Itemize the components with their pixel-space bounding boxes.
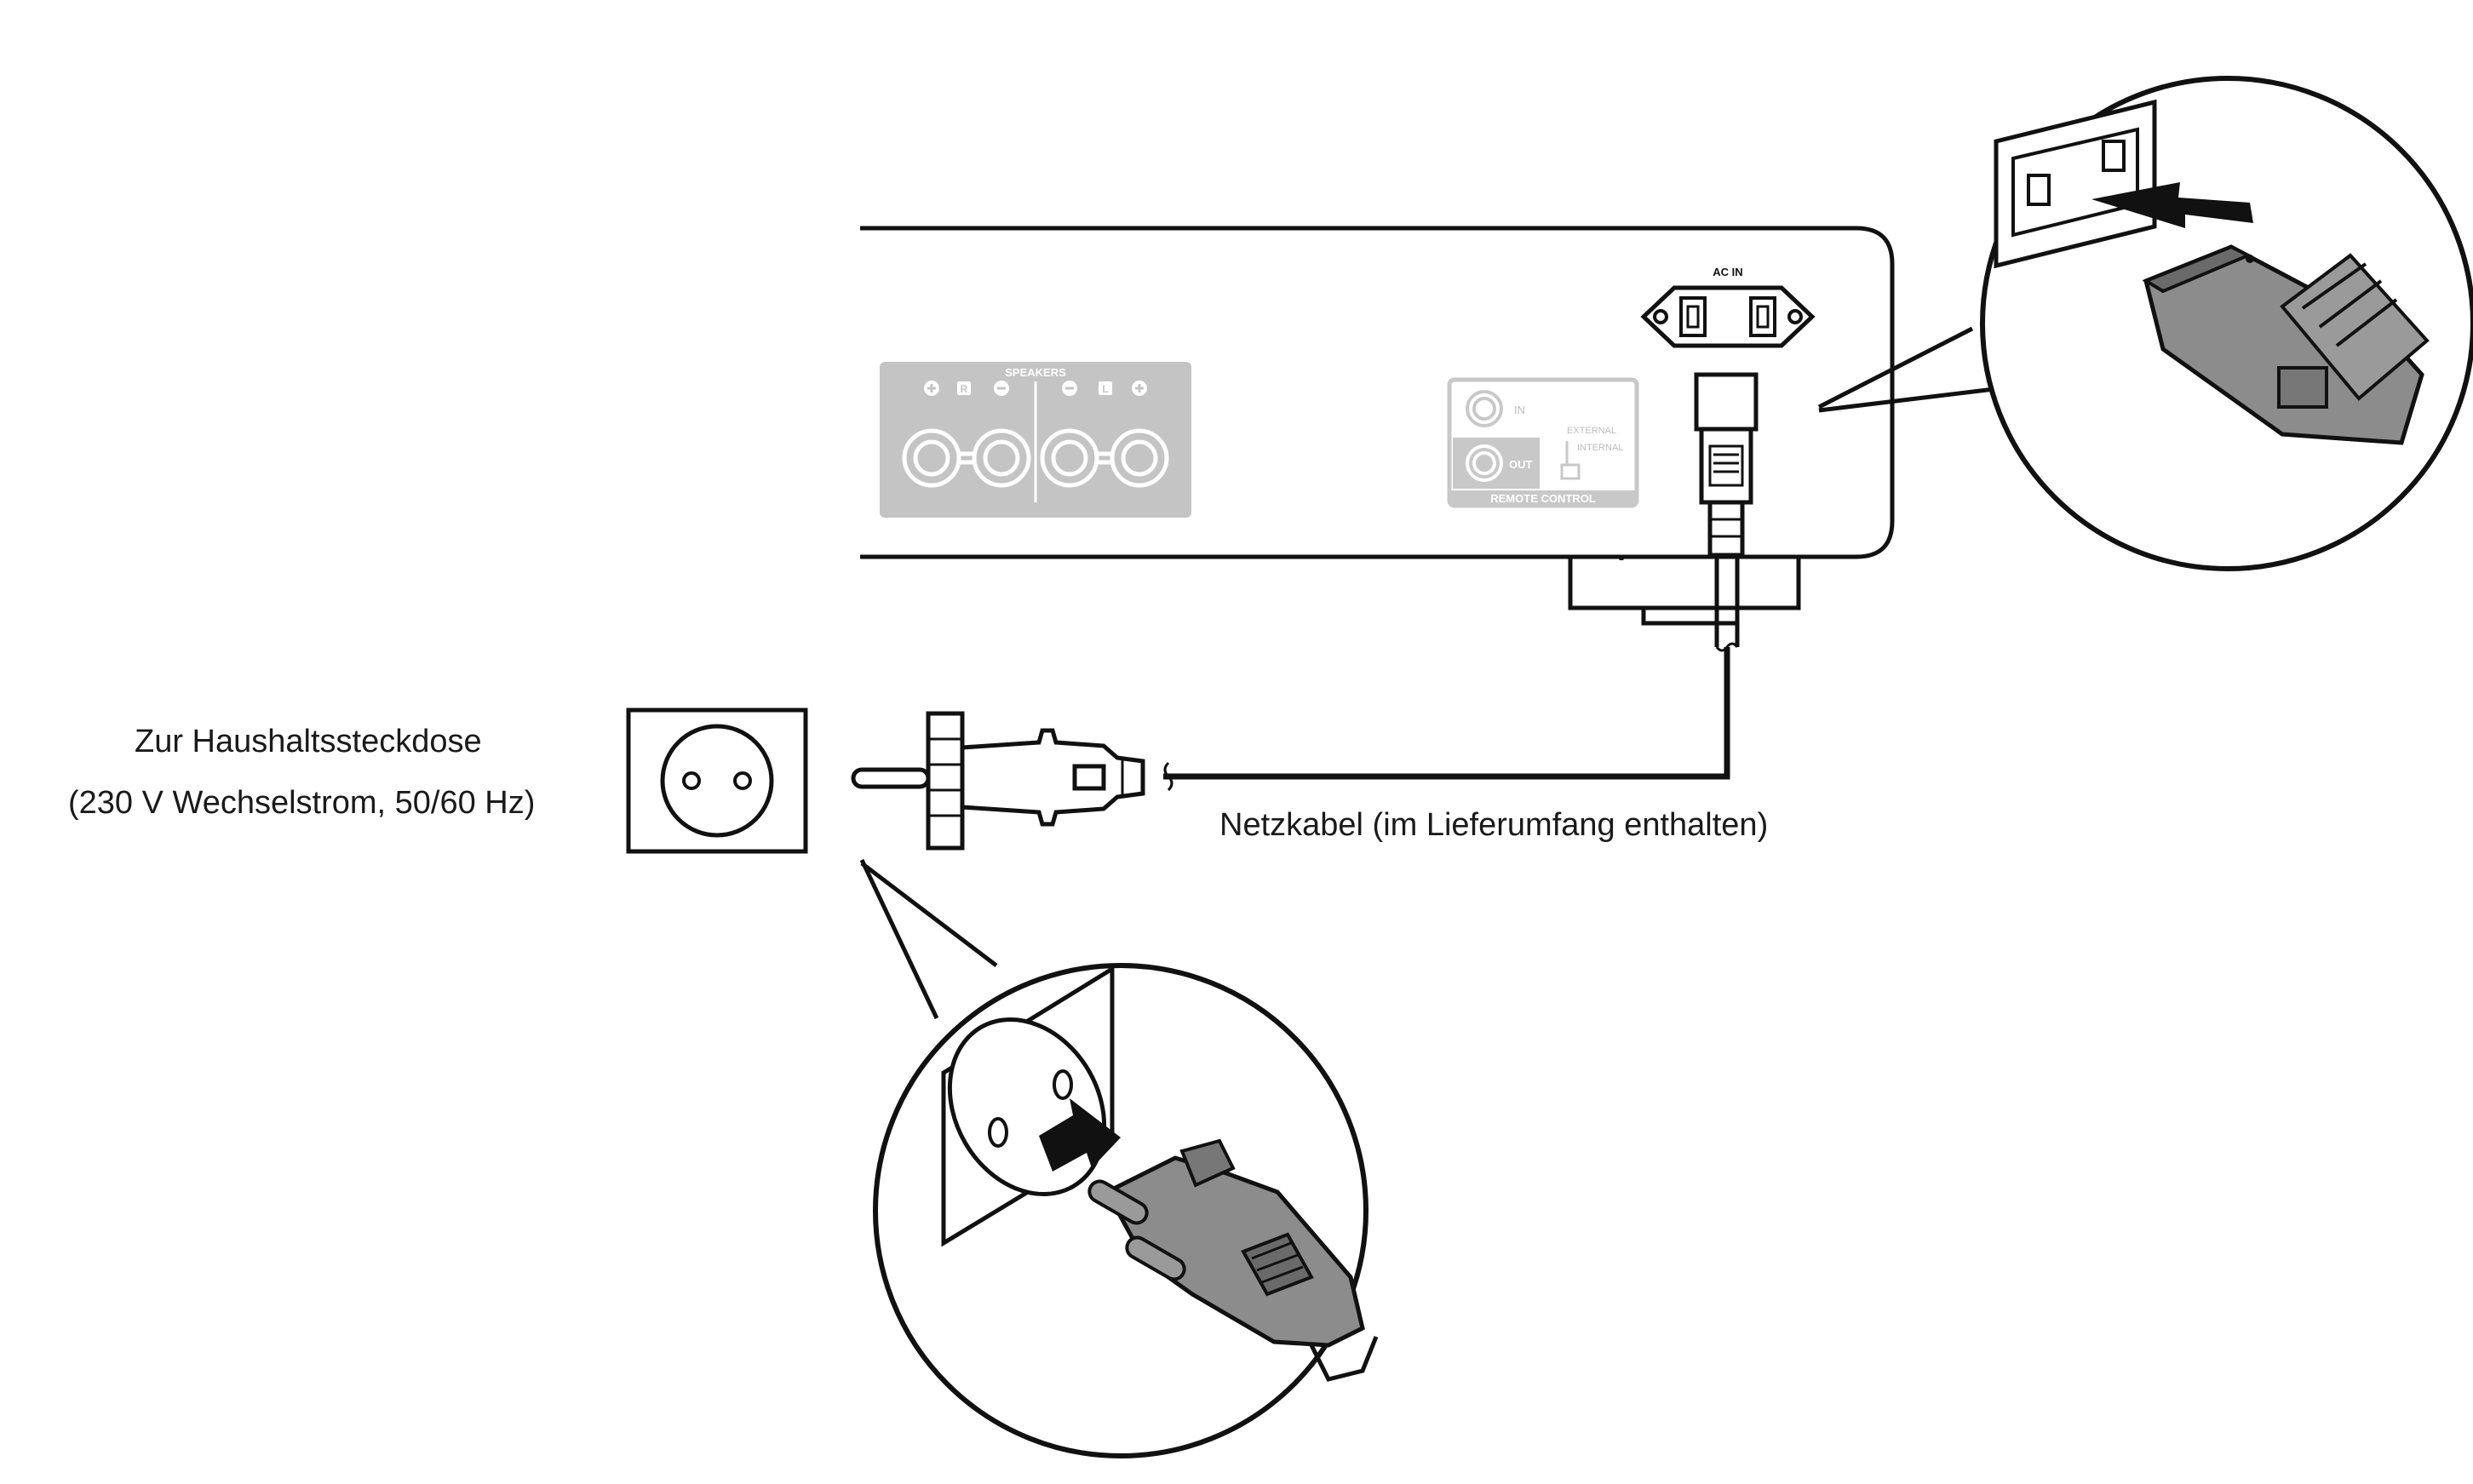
speaker-r-label: R xyxy=(961,383,968,395)
outlet-title: Zur Haushaltssteckdose xyxy=(135,724,482,759)
remote-in-label: IN xyxy=(1514,404,1525,416)
cable-label: Netzkabel (im Lieferumfang enthalten) xyxy=(1219,807,1769,843)
remote-out-label: OUT xyxy=(1509,458,1533,471)
remote-external-label: EXTERNAL xyxy=(1567,426,1616,436)
ac-in-label: AC IN xyxy=(1713,266,1742,278)
ac-in-zoom-callout xyxy=(1817,76,2473,571)
remote-internal-label: INTERNAL xyxy=(1577,443,1623,453)
cable-clamp xyxy=(1568,554,1801,647)
speaker-l-label: L xyxy=(1102,383,1108,395)
outlet-zoom-callout xyxy=(859,858,1379,1458)
ac-in-inlet[interactable]: AC IN xyxy=(1640,266,1816,348)
wall-outlet xyxy=(626,708,808,854)
insert-arrow-icon xyxy=(2091,182,2253,228)
speakers-terminal-block: SPEAKERS R L xyxy=(880,362,1191,518)
remote-control-block: IN OUT EXTERNAL INTERNAL REMOTE CONTROL xyxy=(1447,377,1639,508)
device-rear-panel xyxy=(860,226,1895,559)
wall-plug[interactable] xyxy=(851,711,1145,851)
speaker-terminals xyxy=(902,428,1169,488)
outlet-spec: (230 V Wechselstrom, 50/60 Hz) xyxy=(68,785,536,821)
insert-plug-arrow-icon xyxy=(1039,1098,1121,1172)
speakers-label: SPEAKERS xyxy=(1005,366,1066,379)
remote-control-label: REMOTE CONTROL xyxy=(1490,492,1596,505)
power-cable xyxy=(1163,642,1739,792)
iec-connector[interactable] xyxy=(1694,372,1759,558)
